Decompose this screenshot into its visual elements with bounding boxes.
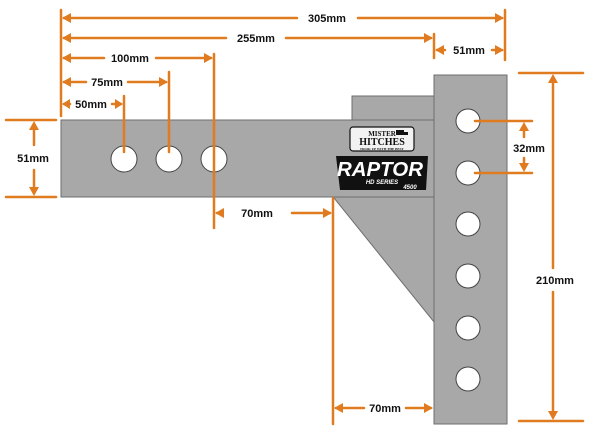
logo-tagline: HOOK UP WITH THE BEST: [360, 147, 404, 151]
arrowhead: [159, 77, 168, 87]
dim-label-70-riser: 70mm: [369, 403, 401, 415]
dimension-lines: [4, 8, 585, 426]
arrowhead: [323, 208, 332, 218]
arrowhead: [519, 122, 529, 131]
riser-hole: [455, 315, 481, 341]
riser-hole: [455, 211, 481, 237]
arrowhead: [62, 33, 71, 43]
logo-brand-line1: MISTER: [368, 130, 397, 138]
arrowhead: [62, 77, 71, 87]
arrowhead: [29, 121, 39, 130]
hitch-ball-icon: [396, 130, 408, 135]
arrowheads: [29, 13, 558, 420]
logo-plate: [336, 156, 428, 190]
riser-hole: [455, 366, 481, 392]
arrowhead: [62, 99, 70, 109]
arrowhead: [548, 74, 558, 83]
riser-hole: [455, 263, 481, 289]
arrowhead: [204, 53, 213, 63]
logo-model: RAPTOR: [337, 159, 424, 181]
dim-label-210: 210mm: [536, 275, 574, 287]
dim-label-305: 305mm: [308, 13, 346, 25]
arrowhead: [435, 45, 444, 55]
hitch-body: [60, 74, 508, 425]
arrowhead: [495, 45, 504, 55]
arrowhead: [519, 163, 529, 172]
logo-series: HD SERIES: [366, 180, 398, 186]
logo-brand-line2: HITCHES: [359, 137, 405, 148]
dim-label-51-riser: 51mm: [453, 45, 485, 57]
dim-label-70-gusset: 70mm: [241, 208, 273, 220]
arrowhead: [215, 208, 224, 218]
dimension-labels: 305mm 255mm 100mm 75mm 50mm 51mm 51mm 32…: [17, 13, 574, 415]
riser-holes: [455, 108, 481, 392]
arrowhead: [495, 13, 504, 23]
arrowhead: [424, 403, 433, 413]
arrowhead: [62, 13, 71, 23]
dim-label-100: 100mm: [111, 53, 149, 65]
arrowhead: [29, 187, 39, 196]
arrowhead: [548, 411, 558, 420]
arrowhead: [424, 33, 433, 43]
dim-label-75: 75mm: [91, 77, 123, 89]
arrowhead: [62, 53, 71, 63]
dim-label-255: 255mm: [237, 33, 275, 45]
dim-label-50: 50mm: [75, 99, 107, 111]
arrowhead: [334, 403, 343, 413]
dim-label-51-shank: 51mm: [17, 153, 49, 165]
dim-label-32: 32mm: [513, 143, 545, 155]
brand-logo: MISTER HITCHES HOOK UP WITH THE BEST RAP…: [336, 126, 428, 191]
arrowhead: [115, 99, 123, 109]
logo-rating: 4500: [402, 185, 417, 191]
